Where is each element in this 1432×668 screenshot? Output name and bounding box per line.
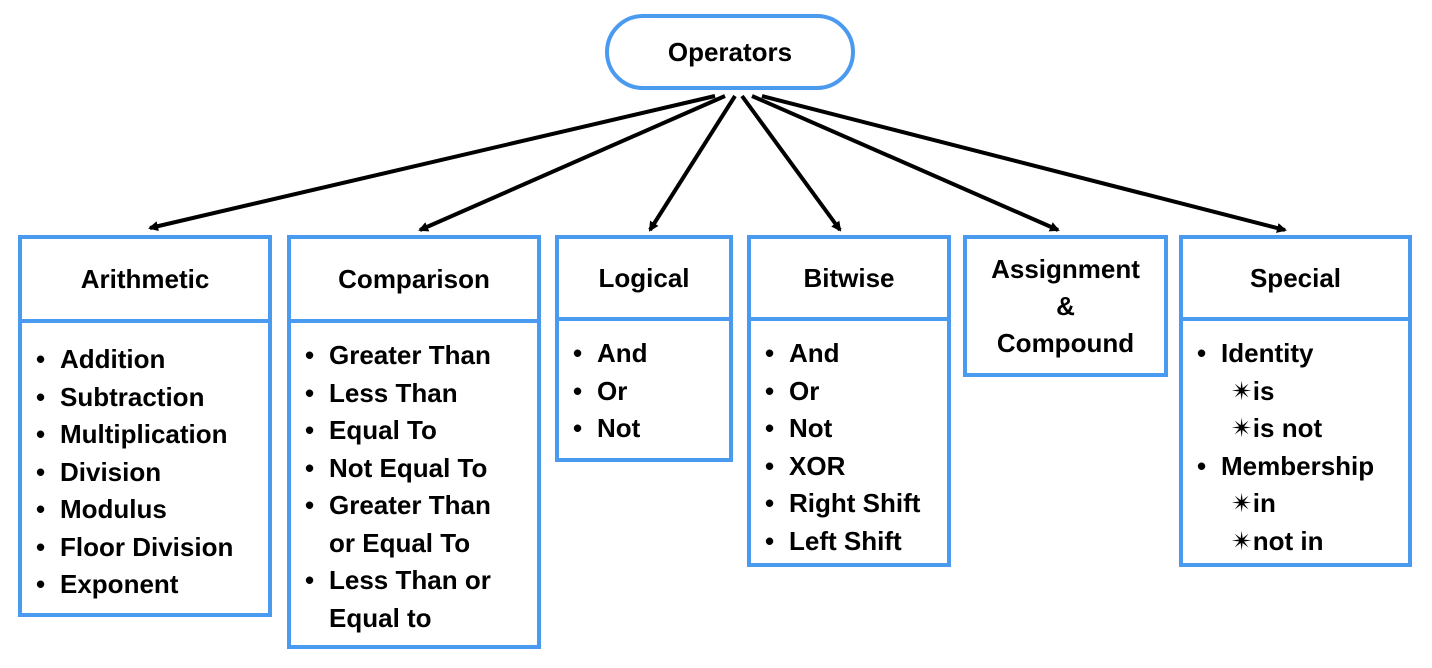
list-item: Division: [36, 454, 268, 492]
list-item-continuation: Equal to: [329, 602, 432, 633]
category-header: Arithmetic: [18, 235, 272, 323]
list-item: Addition: [36, 341, 268, 379]
arrow-to-arithmetic: [148, 94, 716, 232]
list-item: Or: [765, 373, 947, 411]
category-header: Logical: [555, 235, 733, 321]
arrow-to-comparison: [418, 94, 726, 232]
arrow-to-assignment: [751, 94, 1060, 232]
category-title: Arithmetic: [80, 263, 210, 294]
list-item: Subtraction: [36, 379, 268, 417]
category-special: Special Identity ✴is ✴is not Membership …: [1179, 235, 1412, 567]
list-item: Less Than or: [305, 562, 537, 600]
category-bitwise: Bitwise And Or Not XOR Right Shift Left …: [747, 235, 951, 567]
list-item: And: [573, 335, 729, 373]
list-item: Or: [573, 373, 729, 411]
list-item: Equal To: [305, 412, 537, 450]
list-item: Identity: [1197, 335, 1408, 373]
list-item: XOR: [765, 448, 947, 486]
list-item: Not: [573, 410, 729, 448]
list-item: Not Equal To: [305, 450, 537, 488]
category-title: Bitwise: [803, 262, 895, 293]
category-body: Addition Subtraction Multiplication Divi…: [18, 323, 272, 617]
arrow-to-logical: [648, 94, 737, 232]
list-item: Membership: [1197, 448, 1408, 486]
sub-list-item: ✴not in: [1231, 525, 1324, 556]
category-title-line: Assignment: [991, 253, 1140, 284]
category-title-line: Compound: [996, 327, 1135, 358]
list-item-continuation: or Equal To: [329, 527, 471, 558]
category-title: Comparison: [338, 263, 490, 294]
category-title: Special: [1249, 262, 1342, 293]
list-item: Right Shift: [765, 485, 947, 523]
category-body: Greater Than Less Than Equal To Not Equa…: [287, 323, 541, 649]
category-comparison: Comparison Greater Than Less Than Equal …: [287, 235, 541, 649]
category-title-line: &: [1056, 290, 1075, 321]
category-arithmetic: Arithmetic Addition Subtraction Multipli…: [18, 235, 272, 617]
arrow-to-bitwise: [740, 94, 842, 232]
list-item: Exponent: [36, 566, 268, 604]
sub-list-item: ✴is not: [1231, 413, 1323, 443]
category-header: Assignment & Compound: [963, 235, 1168, 377]
list-item: Greater Than: [305, 337, 537, 375]
sub-list-item: ✴is: [1231, 375, 1275, 406]
list-item: Left Shift: [765, 523, 947, 561]
list-item: Floor Division: [36, 529, 268, 567]
arrow-to-special: [761, 94, 1287, 233]
category-header: Comparison: [287, 235, 541, 323]
category-body: Identity ✴is ✴is not Membership ✴in ✴not…: [1179, 321, 1412, 567]
category-header: Special: [1179, 235, 1412, 321]
sub-list-item: ✴in: [1231, 488, 1276, 518]
category-logical: Logical And Or Not: [555, 235, 733, 462]
category-body: And Or Not: [555, 321, 733, 462]
category-body: And Or Not XOR Right Shift Left Shift: [747, 321, 951, 567]
list-item: Not: [765, 410, 947, 448]
list-item: Less Than: [305, 375, 537, 413]
root-node-operators: Operators: [605, 14, 855, 90]
category-header: Bitwise: [747, 235, 951, 321]
list-item: Modulus: [36, 491, 268, 529]
list-item: Greater Than: [305, 487, 537, 525]
category-assignment: Assignment & Compound: [963, 235, 1168, 377]
category-title: Logical: [598, 262, 690, 293]
list-item: And: [765, 335, 947, 373]
root-label: Operators: [667, 36, 793, 67]
list-item: Multiplication: [36, 416, 268, 454]
